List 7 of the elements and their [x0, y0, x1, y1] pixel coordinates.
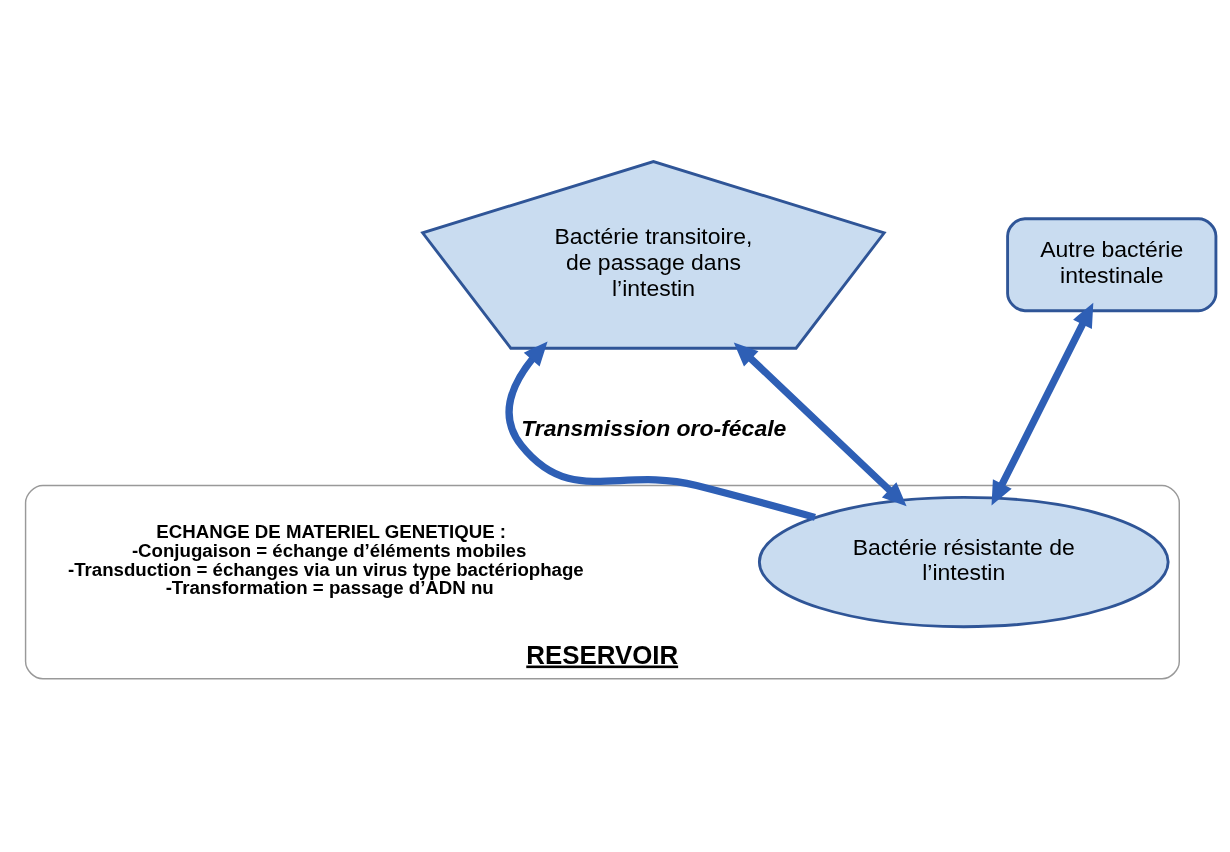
- arrow: [505, 341, 816, 521]
- node-box: Autre bactérie intestinale: [1006, 217, 1218, 313]
- arrow: [733, 342, 907, 507]
- label: ECHANGE DE MATERIEL GENETIQUE :: [156, 521, 506, 543]
- edge-label: Transmission oro-fécale: [521, 415, 787, 442]
- arrow: [991, 302, 1094, 506]
- node-ellipse: Bactérie résistante de l’intestin: [757, 495, 1170, 629]
